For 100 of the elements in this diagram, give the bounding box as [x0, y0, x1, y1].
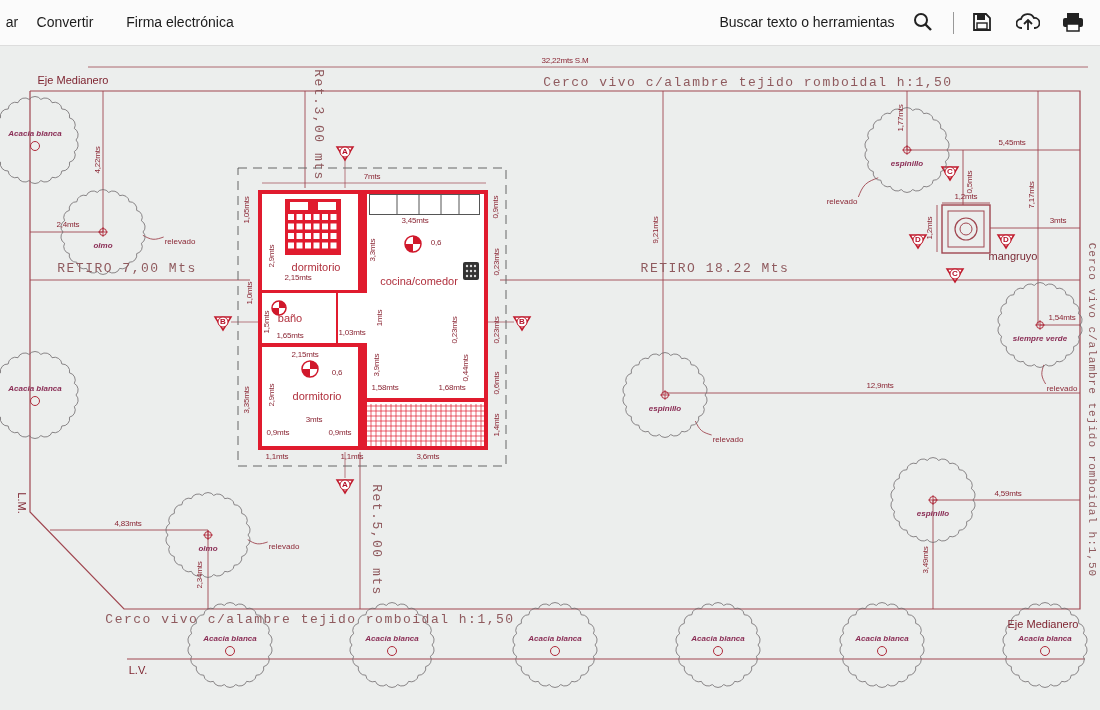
- plan-note: RETIRO 7,00 Mts: [57, 261, 197, 275]
- dimension-label: 2,15mts: [284, 274, 312, 282]
- dimension-label: 1,54mts: [1048, 314, 1076, 322]
- dimension-label: 2,9mts: [268, 383, 276, 407]
- dimension-label: 0,6mts: [493, 371, 501, 395]
- leader-line: [857, 177, 879, 198]
- tree-name: Acacia blanca: [528, 635, 582, 643]
- floor-plan: [258, 190, 488, 450]
- plan-note: Cerco vivo c/alambre tejido romboidal h:1,50: [1085, 242, 1097, 578]
- dimension-label: 0,23mts: [493, 248, 501, 276]
- dimension-label: 2,4mts: [56, 221, 80, 229]
- section-letter: C: [947, 168, 953, 176]
- dimension-label: 0,6: [430, 239, 442, 247]
- section-letter: D: [1003, 236, 1009, 244]
- menu-item: Firma electrónica: [126, 15, 234, 29]
- dimension-label: 2,34mts: [196, 561, 204, 589]
- dimension-label: 5,45mts: [998, 139, 1026, 147]
- menu-item: ar: [5, 15, 19, 29]
- dimension-label: 1,65mts: [276, 332, 304, 340]
- dimension-label: 1,77mts: [897, 104, 905, 132]
- dimension-label: 4,59mts: [994, 490, 1022, 498]
- dimension-label: 1,2mts: [954, 193, 978, 201]
- dimension-label: 1,1mts: [265, 453, 289, 461]
- dimension-label: 4,22mts: [94, 146, 102, 174]
- tree-name: Acacia blanca: [855, 635, 909, 643]
- dimension-label: 0,9mts: [492, 195, 500, 219]
- dimension-label: 0,9mts: [266, 429, 290, 437]
- callout-text: relevado: [826, 198, 858, 206]
- dimension-label: 2,9mts: [268, 244, 276, 268]
- section-letter: C: [952, 270, 958, 278]
- plan-note: Ret.3,00 mts: [311, 69, 325, 181]
- dimension-label: 0,23mts: [451, 316, 459, 344]
- tree-name: espinillo: [648, 405, 682, 413]
- tree-name: Acacia blanca: [8, 385, 62, 393]
- dimension-label: 1,68mts: [438, 384, 466, 392]
- tree-name: Acacia blanca: [365, 635, 419, 643]
- dimension-label: 3,3mts: [369, 238, 377, 262]
- dimension-label: 1,58mts: [371, 384, 399, 392]
- plan-note: Eje Medianero: [37, 74, 109, 86]
- dimension-label: 1,2mts: [926, 216, 934, 240]
- tree-name: olmo: [93, 242, 113, 250]
- section-letter: B: [519, 318, 525, 326]
- dimension-label: 32,22mts S.M: [541, 57, 589, 65]
- dimension-label: 1,03mts: [338, 329, 366, 337]
- dimension-label: 3mts: [305, 416, 323, 424]
- search-link: Buscar texto o herramientas: [719, 15, 895, 29]
- tree-symbol: [0, 97, 78, 183]
- dimension-label: 3,9mts: [373, 353, 381, 377]
- tree-symbol: [623, 353, 707, 437]
- plan-note: RETIRO 18.22 Mts: [640, 261, 790, 275]
- plan-note: L.M.: [15, 492, 27, 514]
- dimension-label: 1,0mts: [246, 281, 254, 305]
- tree-name: espinillo: [916, 510, 950, 518]
- room-name: cocina/comedor: [380, 276, 458, 287]
- tree-symbol: [891, 458, 975, 542]
- section-letter: B: [220, 318, 226, 326]
- plan-note: Eje Medianero: [1007, 618, 1079, 630]
- dimension-label: 4,83mts: [114, 520, 142, 528]
- tree-name: siempre verde: [1012, 335, 1068, 343]
- dimension-label: 0,5mts: [966, 170, 974, 194]
- room: [367, 194, 484, 398]
- callout-text: relevado: [268, 543, 300, 551]
- dimension-label: 1,5mts: [263, 310, 271, 334]
- dimension-label: 3,6mts: [416, 453, 440, 461]
- tree-name: Acacia blanca: [1018, 635, 1072, 643]
- section-letter: A: [342, 481, 348, 489]
- room-name: dormitorio: [291, 262, 341, 273]
- tree-name: Acacia blanca: [8, 130, 62, 138]
- dimension-label: 7mts: [363, 173, 381, 181]
- dimension-label: 0,9mts: [328, 429, 352, 437]
- plan-note: L.V.: [128, 664, 148, 676]
- section-letter: D: [915, 236, 921, 244]
- dimension-label: 12,9mts: [866, 382, 894, 390]
- symbol-label: mangruyo: [988, 251, 1038, 262]
- dimension-label: 3,45mts: [401, 217, 429, 225]
- room: [262, 293, 336, 343]
- tree-name: Acacia blanca: [691, 635, 745, 643]
- room: [262, 194, 358, 290]
- section-letter: A: [342, 148, 348, 156]
- tree-symbol: [0, 352, 78, 438]
- tree-symbol: [676, 603, 760, 687]
- plan-note: Cerco vivo c/alambre tejido romboidal h:1,50: [543, 75, 953, 89]
- plan-note: Cerco vivo c/alambre tejido romboidal h:1,50: [105, 612, 515, 626]
- dimension-label: 1,05mts: [243, 196, 251, 224]
- tree-symbol: [1003, 603, 1087, 687]
- callout-text: relevado: [712, 436, 744, 444]
- leader-line: [247, 539, 269, 545]
- dimension-label: 2,15mts: [291, 351, 319, 359]
- dimension-label: 0,6: [331, 369, 343, 377]
- dimension-label: 0,44mts: [462, 354, 470, 382]
- dimension-label: 9,21mts: [652, 216, 660, 244]
- callout-text: relevado: [1046, 385, 1078, 393]
- leader-line: [1041, 364, 1047, 385]
- tree-symbol: [840, 603, 924, 687]
- room: [262, 347, 358, 446]
- menu-item: Convertir: [36, 15, 94, 29]
- dimension-label: 1,4mts: [493, 413, 501, 437]
- room-name: dormitorio: [292, 391, 342, 402]
- dimension-label: 1mts: [376, 309, 384, 327]
- dimension-label: 1,1mts: [340, 453, 364, 461]
